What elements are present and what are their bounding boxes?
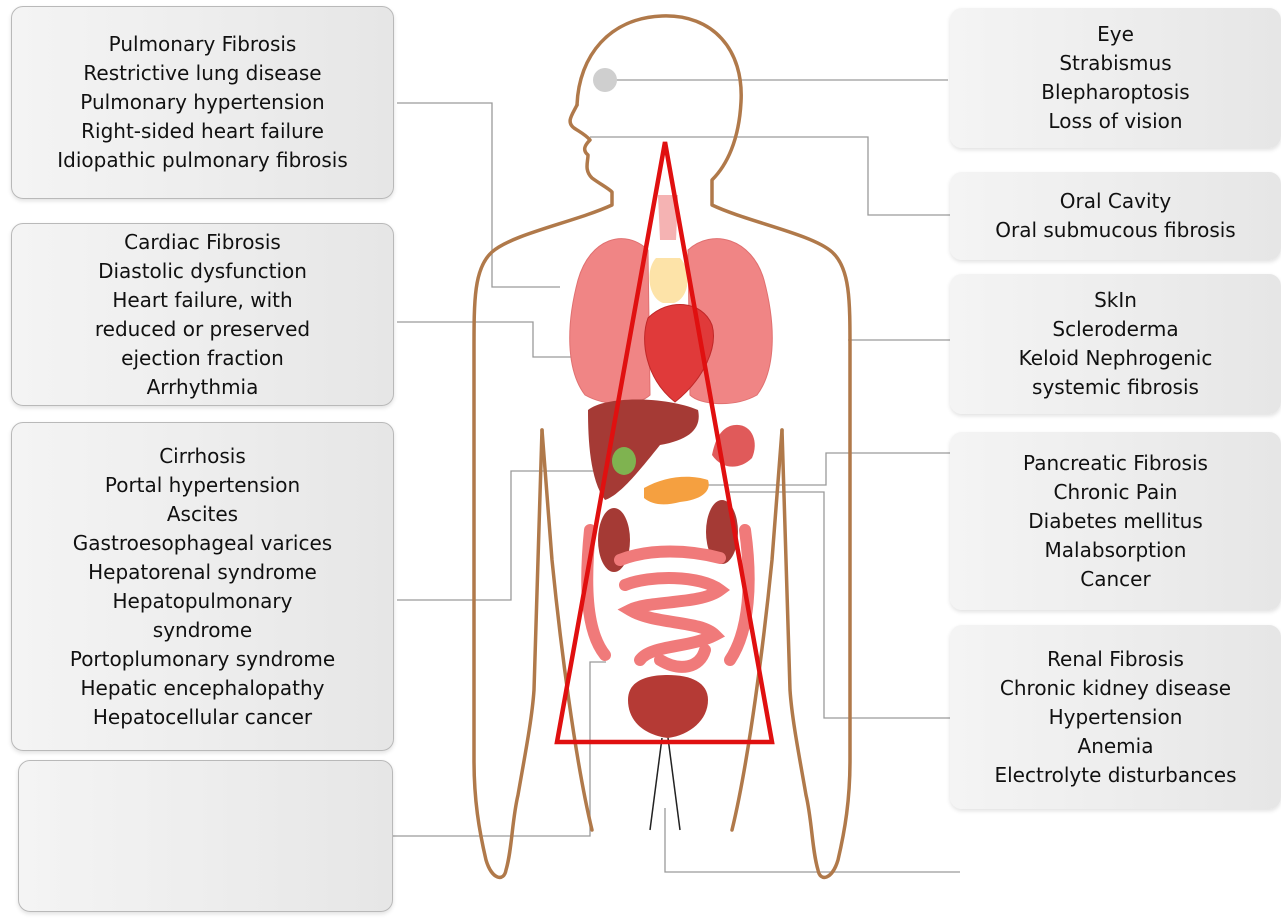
cardiac-line-6: Arrhythmia xyxy=(147,373,259,402)
skin-line-2: Scleroderma xyxy=(1052,315,1178,344)
oral-line-1: Oral Cavity xyxy=(1060,187,1171,216)
eye-box: Eye Strabismus Blepharoptosis Loss of vi… xyxy=(950,8,1281,148)
liver-line-7: syndrome xyxy=(153,616,252,645)
eye-line-3: Blepharoptosis xyxy=(1041,78,1189,107)
oral-cavity-box: Oral Cavity Oral submucous fibrosis xyxy=(950,172,1281,260)
eye-line-1: Eye xyxy=(1097,20,1134,49)
liver-line-1: Cirrhosis xyxy=(159,442,246,471)
connector-liver xyxy=(397,471,610,600)
cardiac-line-1: Cardiac Fibrosis xyxy=(124,228,281,257)
body-outline xyxy=(474,16,850,878)
liver-line-8: Portoplumonary syndrome xyxy=(70,645,335,674)
pancreatic-fibrosis-box: Pancreatic Fibrosis Chronic Pain Diabete… xyxy=(950,432,1281,610)
renal-line-2: Chronic kidney disease xyxy=(1000,674,1231,703)
cardiac-fibrosis-box: Cardiac Fibrosis Diastolic dysfunction H… xyxy=(11,223,394,406)
pulmonary-line-1: Pulmonary Fibrosis xyxy=(109,30,297,59)
renal-line-4: Anemia xyxy=(1078,732,1154,761)
renal-line-5: Electrolyte disturbances xyxy=(994,761,1236,790)
pancreas xyxy=(644,477,709,505)
cardiac-line-2: Diastolic dysfunction xyxy=(98,257,307,286)
renal-line-3: Hypertension xyxy=(1049,703,1183,732)
eye-marker xyxy=(593,68,617,92)
liver-line-6: Hepatopulmonary xyxy=(112,587,292,616)
cardiac-line-3: Heart failure, with xyxy=(112,286,292,315)
pancreatic-line-1: Pancreatic Fibrosis xyxy=(1023,449,1208,478)
skin-box: SkIn Scleroderma Keloid Nephrogenic syst… xyxy=(950,274,1281,414)
pulmonary-fibrosis-box: Pulmonary Fibrosis Restrictive lung dise… xyxy=(11,6,394,199)
cardiac-line-5: ejection fraction xyxy=(121,344,284,373)
eye-line-4: Loss of vision xyxy=(1048,107,1182,136)
liver-cirrhosis-box: Cirrhosis Portal hypertension Ascites Ga… xyxy=(11,422,394,751)
empty-callout-box xyxy=(18,760,393,912)
cardiac-line-4: reduced or preserved xyxy=(95,315,310,344)
liver-line-3: Ascites xyxy=(167,500,238,529)
connector-oral xyxy=(590,137,950,215)
pulmonary-line-4: Right-sided heart failure xyxy=(81,117,324,146)
pancreatic-line-2: Chronic Pain xyxy=(1054,478,1178,507)
liver-line-10: Hepatocellular cancer xyxy=(93,703,312,732)
left-lung xyxy=(570,239,650,404)
renal-fibrosis-box: Renal Fibrosis Chronic kidney disease Hy… xyxy=(950,625,1281,809)
pulmonary-line-3: Pulmonary hypertension xyxy=(80,88,324,117)
thyroid xyxy=(649,258,687,303)
bladder xyxy=(628,675,708,738)
liver-line-2: Portal hypertension xyxy=(105,471,300,500)
connector-empty-box xyxy=(393,662,606,836)
liver-line-9: Hepatic encephalopathy xyxy=(80,674,324,703)
pulmonary-line-5: Idiopathic pulmonary fibrosis xyxy=(57,146,347,175)
liver-line-5: Hepatorenal syndrome xyxy=(88,558,317,587)
skin-line-4: systemic fibrosis xyxy=(1032,373,1199,402)
eye-line-2: Strabismus xyxy=(1059,49,1171,78)
pancreatic-line-5: Cancer xyxy=(1080,565,1150,594)
gallbladder xyxy=(612,447,636,475)
skin-line-1: SkIn xyxy=(1094,286,1137,315)
renal-line-1: Renal Fibrosis xyxy=(1047,645,1184,674)
connector-pulmonary xyxy=(397,103,560,287)
pancreatic-line-3: Diabetes mellitus xyxy=(1028,507,1203,536)
pancreatic-line-4: Malabsorption xyxy=(1045,536,1187,565)
pulmonary-line-2: Restrictive lung disease xyxy=(83,59,321,88)
skin-line-3: Keloid Nephrogenic xyxy=(1019,344,1213,373)
liver-line-4: Gastroesophageal varices xyxy=(73,529,332,558)
oral-line-2: Oral submucous fibrosis xyxy=(995,216,1235,245)
